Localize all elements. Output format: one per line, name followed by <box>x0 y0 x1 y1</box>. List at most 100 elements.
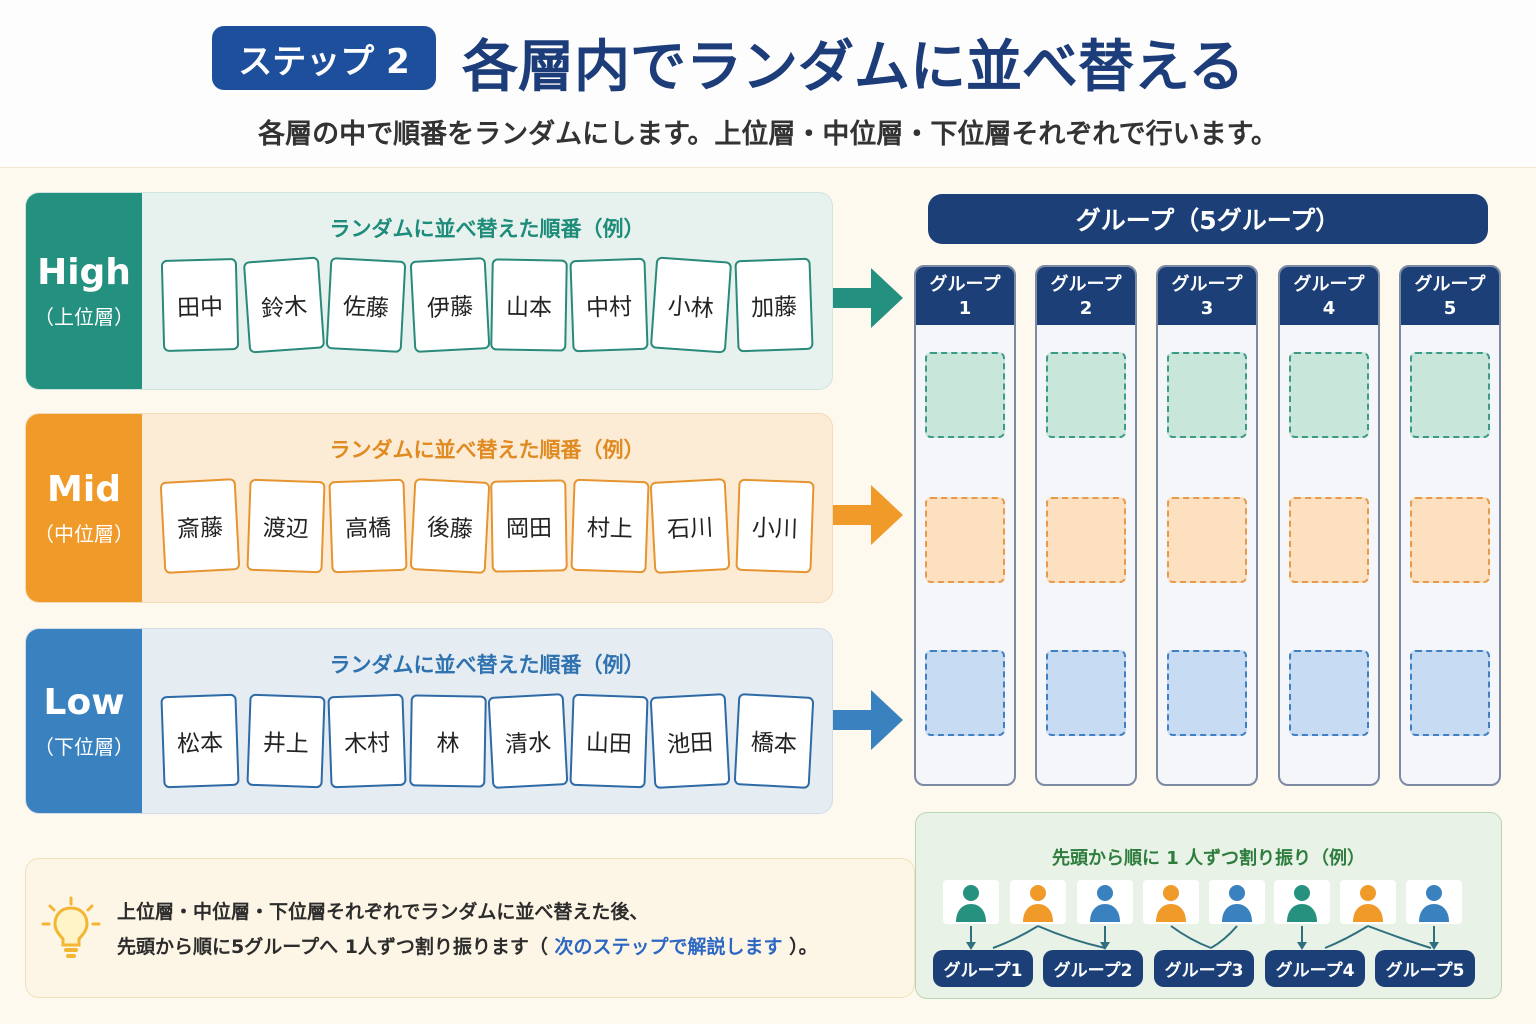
step-badge: ステップ 2 <box>212 26 436 90</box>
tier-sub: （下位層） <box>34 735 134 759</box>
name-card: 井上 <box>246 693 326 789</box>
group-column-3: グループ 3 <box>1156 265 1258 786</box>
group-column-header: グループ 3 <box>1158 267 1256 325</box>
note-line-1: 上位層・中位層・下位層それぞれでランダムに並べ替えた後、 <box>117 901 649 923</box>
tier-panel-mid: Mid （中位層） ランダムに並べ替えた順番（例） 斎藤 渡辺 高橋 後藤 岡田… <box>25 413 833 603</box>
page-subtitle: 各層の中で順番をランダムにします。上位層・中位層・下位層それぞれで行います。 <box>258 119 1278 150</box>
name-card: 渡辺 <box>246 478 326 574</box>
group-column-title: グループ <box>1414 274 1486 295</box>
group-column-title: グループ <box>929 274 1001 295</box>
slot-low <box>1289 650 1369 736</box>
slot-low <box>1046 650 1126 736</box>
slot-mid <box>1410 497 1490 583</box>
slot-low <box>1410 650 1490 736</box>
group-column-number: 4 <box>1322 298 1336 319</box>
group-label-5: グループ5 <box>1375 950 1475 987</box>
assign-caption: 先頭から順に 1 人ずつ割り振り（例） <box>1051 848 1366 869</box>
name-card: 山田 <box>569 693 649 789</box>
lightbulb-icon <box>41 896 101 958</box>
name-card: 佐藤 <box>325 257 407 353</box>
tier-name: High <box>37 252 131 293</box>
page-title: 各層内でランダムに並べ替える <box>462 35 1245 100</box>
note-line-2: 先頭から順に5グループへ 1人ずつ割り振ります（ 次のステップで解説します ）。 <box>117 932 818 959</box>
group-label-4: グループ4 <box>1265 950 1365 987</box>
tier-name: Mid <box>47 469 121 510</box>
slot-mid <box>1046 497 1126 583</box>
tier-label-mid: Mid （中位層） <box>26 414 142 602</box>
tier-sub: （中位層） <box>34 522 134 546</box>
name-card: 小川 <box>735 478 815 574</box>
name-card: 清水 <box>487 693 569 789</box>
group-column-5: グループ 5 <box>1399 265 1501 786</box>
group-column-header: グループ 5 <box>1401 267 1499 325</box>
slot-low <box>1167 650 1247 736</box>
assignment-arrows <box>966 925 1439 950</box>
name-card: 木村 <box>327 693 407 789</box>
name-card: 中村 <box>569 257 649 353</box>
group-column-header: グループ 4 <box>1280 267 1378 325</box>
tier-caption: ランダムに並べ替えた順番（例） <box>329 217 645 241</box>
tier-sub: （上位層） <box>34 305 134 329</box>
name-card: 岡田 <box>490 479 568 573</box>
group-column-number: 5 <box>1443 298 1457 319</box>
name-card: 橋本 <box>733 693 815 789</box>
group-column-title: グループ <box>1171 274 1243 295</box>
slot-high <box>1167 352 1247 438</box>
tier-name: Low <box>43 682 125 723</box>
group-label-2: グループ2 <box>1043 950 1143 987</box>
arrow-right-icon <box>833 485 903 545</box>
slot-mid <box>1289 497 1369 583</box>
slot-high <box>1046 352 1126 438</box>
name-card: 村上 <box>570 478 650 574</box>
name-card: 加藤 <box>734 257 814 353</box>
name-card: 池田 <box>649 693 731 789</box>
name-card: 斎藤 <box>159 478 241 574</box>
group-column-4: グループ 4 <box>1278 265 1380 786</box>
group-column-number: 2 <box>1079 298 1093 319</box>
group-label-1: グループ1 <box>933 950 1033 987</box>
group-label-3: グループ3 <box>1154 950 1254 987</box>
group-column-header: グループ 2 <box>1037 267 1135 325</box>
group-column-number: 3 <box>1200 298 1214 319</box>
arrow-right-icon <box>833 268 903 328</box>
person-icon <box>1274 880 1330 924</box>
note-box <box>25 858 915 998</box>
slot-high <box>1289 352 1369 438</box>
name-card: 山本 <box>490 258 568 352</box>
header: ステップ 2 各層内でランダムに並べ替える 各層の中で順番をランダムにします。上… <box>0 0 1536 168</box>
tier-label-high: High （上位層） <box>26 193 142 389</box>
next-step-link: 次のステップで解説します <box>547 936 790 958</box>
person-icon <box>1143 880 1199 924</box>
note-text: ）。 <box>789 936 818 958</box>
tier-panel-low: Low （下位層） ランダムに並べ替えた順番（例） 松本 井上 木村 林 清水 … <box>25 628 833 814</box>
tier-panel-high: High （上位層） ランダムに並べ替えた順番（例） 田中 鈴木 佐藤 伊藤 山… <box>25 192 833 390</box>
slot-mid <box>925 497 1005 583</box>
group-column-number: 1 <box>958 298 972 319</box>
name-card: 田中 <box>160 258 240 352</box>
group-column-title: グループ <box>1293 274 1365 295</box>
name-card: 伊藤 <box>409 257 491 353</box>
person-icon <box>1406 880 1462 924</box>
name-card: 後藤 <box>409 478 491 574</box>
groups-header: グループ（5グループ） <box>928 194 1488 244</box>
slot-high <box>1410 352 1490 438</box>
person-icon <box>1209 880 1265 924</box>
person-icon <box>943 880 999 924</box>
group-column-2: グループ 2 <box>1035 265 1137 786</box>
group-column-header: グループ 1 <box>916 267 1014 325</box>
tier-label-low: Low （下位層） <box>26 629 142 813</box>
name-card: 石川 <box>649 478 731 574</box>
slot-high <box>925 352 1005 438</box>
group-column-1: グループ 1 <box>914 265 1016 786</box>
name-card: 鈴木 <box>242 256 326 354</box>
tier-caption: ランダムに並べ替えた順番（例） <box>329 653 645 677</box>
name-card: 林 <box>409 694 487 788</box>
slot-low <box>925 650 1005 736</box>
slot-mid <box>1167 497 1247 583</box>
name-card: 松本 <box>160 693 240 789</box>
person-icon <box>1077 880 1133 924</box>
tier-caption: ランダムに並べ替えた順番（例） <box>329 438 645 462</box>
person-icon <box>1010 880 1066 924</box>
note-text: 先頭から順に5グループへ 1人ずつ割り振ります（ <box>117 936 548 958</box>
name-card: 高橋 <box>328 478 408 574</box>
